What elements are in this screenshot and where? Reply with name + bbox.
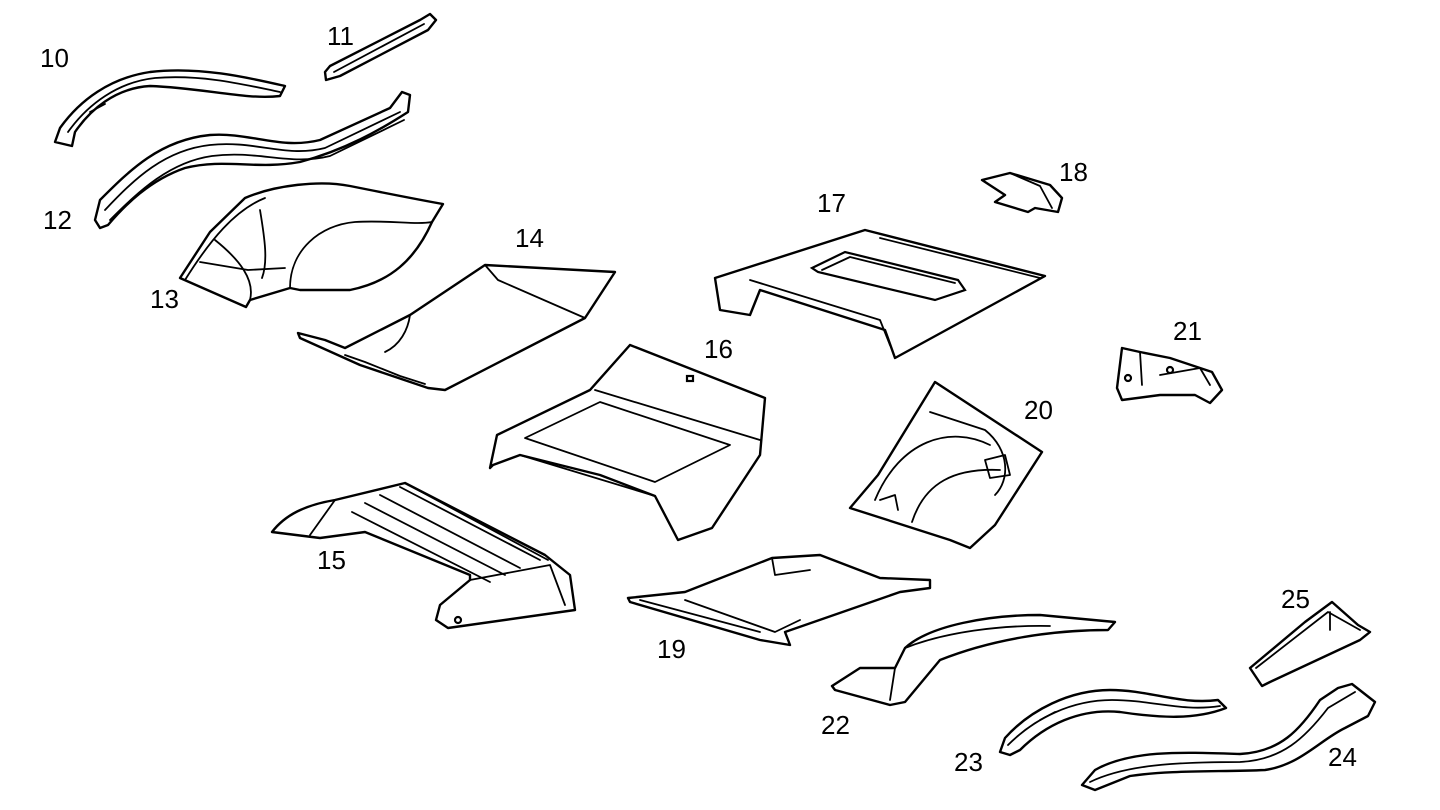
callout-15: 15 <box>317 545 346 575</box>
callout-17: 17 <box>817 188 846 218</box>
callout-19: 19 <box>657 634 686 664</box>
part-18-bracket <box>980 171 1064 214</box>
callout-11: 11 <box>327 21 354 51</box>
callout-14: 14 <box>515 223 544 253</box>
part-16-seat-frame <box>488 343 767 542</box>
callout-20: 20 <box>1024 395 1053 425</box>
callout-13: 13 <box>150 284 179 314</box>
part-21-mount <box>1115 346 1224 405</box>
part-17-rear-deck-panel <box>713 228 1047 360</box>
part-13-inner-wheelhouse <box>178 182 445 309</box>
part-24-lower-rail <box>1080 682 1377 792</box>
callout-10: 10 <box>40 43 69 73</box>
callout-24: 24 <box>1328 742 1357 772</box>
part-11-strip <box>323 12 438 82</box>
part-19-floor-tray <box>626 553 932 647</box>
part-20-inner-side-panel <box>848 380 1044 550</box>
callout-12: 12 <box>43 205 72 235</box>
part-14-floor-panel <box>296 263 617 392</box>
callout-22: 22 <box>821 710 850 740</box>
part-23-curved-rail <box>998 688 1228 757</box>
part-12-frame-rail <box>93 90 412 230</box>
part-15-ribbed-floor-pan <box>270 481 577 630</box>
part-22-arched-panel <box>830 613 1117 707</box>
part-10-rear-rail <box>53 69 287 148</box>
callout-21: 21 <box>1173 316 1202 346</box>
callout-25: 25 <box>1281 584 1310 614</box>
part-25-bracket-strip <box>1248 600 1372 688</box>
callout-23: 23 <box>954 747 983 777</box>
callout-18: 18 <box>1059 157 1088 187</box>
callout-16: 16 <box>704 334 733 364</box>
